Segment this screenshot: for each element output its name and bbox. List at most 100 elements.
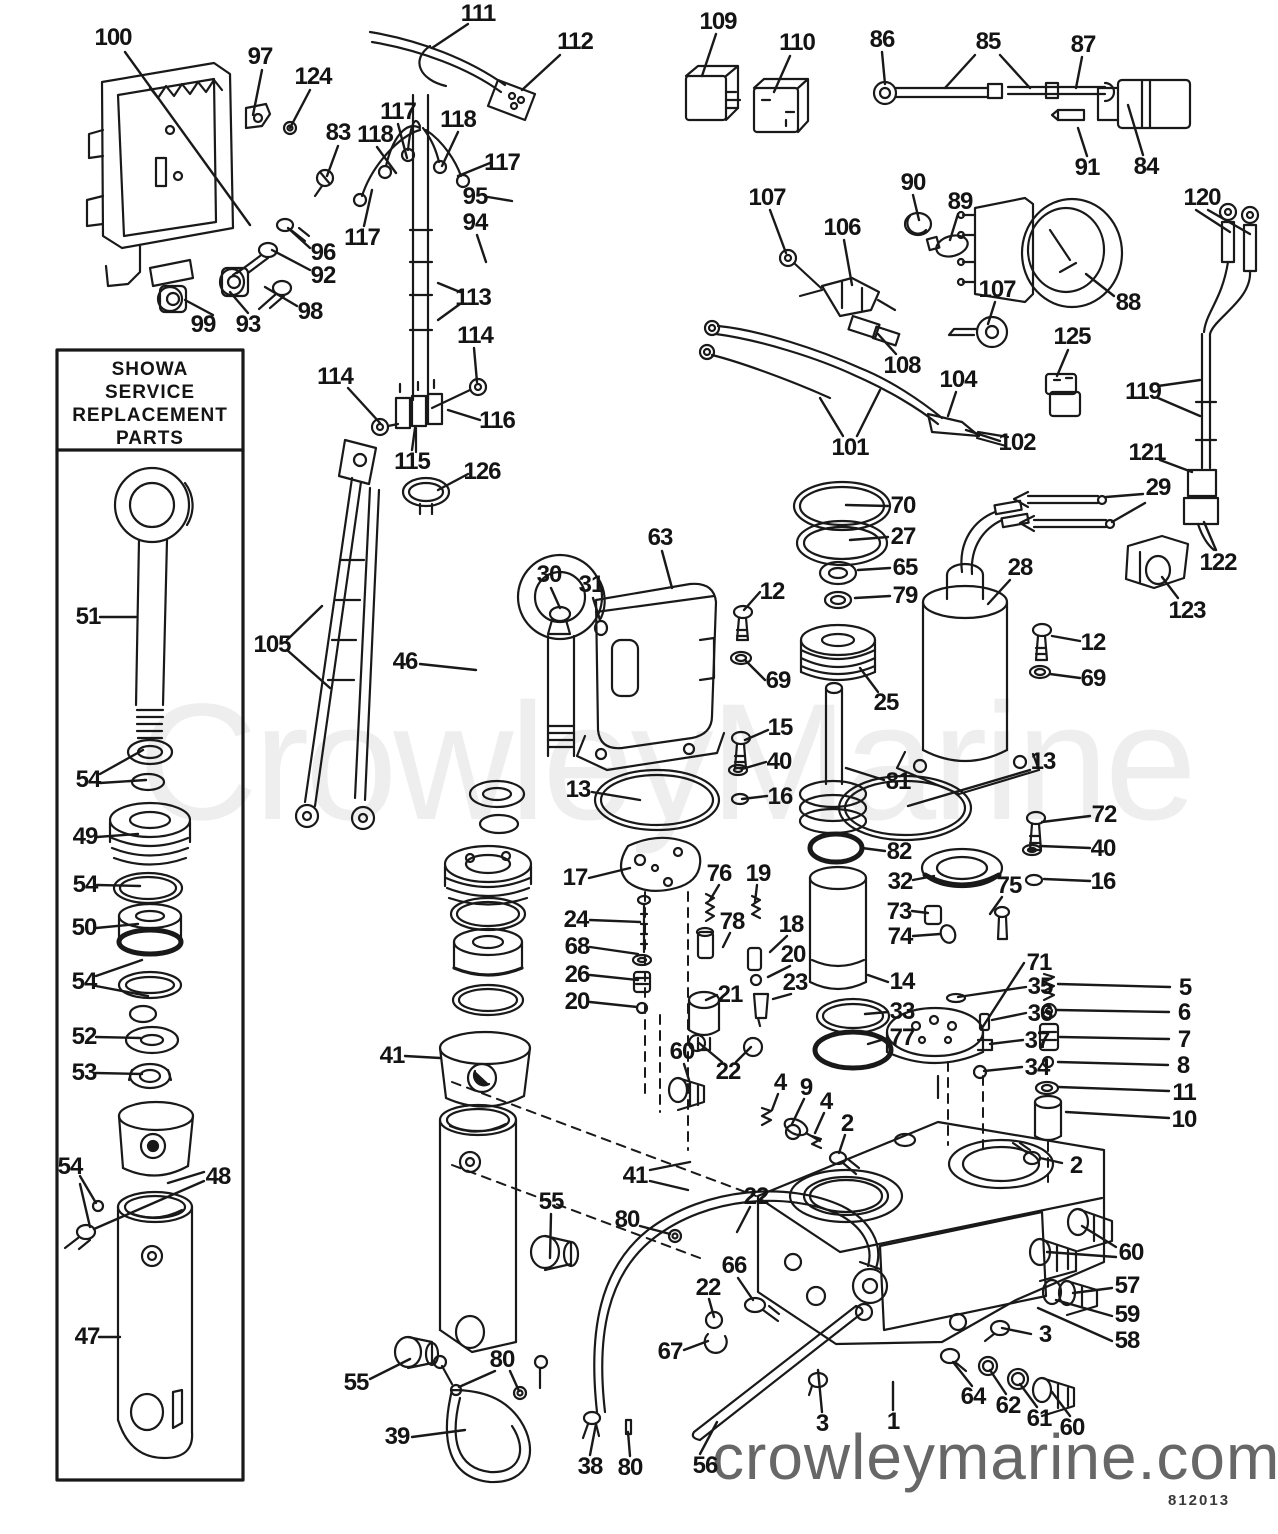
part-label-2: 2 [840,1110,854,1137]
leader-line [638,1224,672,1236]
part-label-114: 114 [317,363,354,390]
drawing-number: 812013 [1168,1492,1231,1509]
leader-line [123,50,252,227]
part-label-16: 16 [767,783,794,810]
leader-line [588,1000,639,1009]
leader-line [1056,982,1172,989]
leader-line [743,728,770,742]
part-label-50: 50 [71,914,98,941]
part-label-110: 110 [779,29,816,56]
part-label-54: 54 [57,1153,84,1180]
sender-cables [698,248,1010,448]
leader-line [1156,396,1202,418]
leader-line [549,586,562,610]
part-label-100: 100 [94,24,132,51]
part-label-80: 80 [614,1206,641,1233]
part-label-24: 24 [563,906,590,933]
leader-line [700,32,718,78]
showa-box-frame [55,348,245,1482]
leader-line [520,53,562,92]
part-label-102: 102 [998,429,1036,456]
part-label-30: 30 [536,561,563,588]
part-label-54: 54 [75,766,102,793]
part-label-108: 108 [883,352,921,379]
leader-line [943,53,977,90]
part-label-6: 6 [1177,999,1191,1026]
part-label-16: 16 [1090,868,1117,895]
leader-line [768,208,788,255]
part-label-29: 29 [1145,474,1172,501]
leader-line [270,248,312,272]
part-label-25: 25 [873,689,900,716]
leader-line [94,984,150,998]
wire-harness [352,30,537,516]
part-label-58: 58 [1114,1327,1141,1354]
seal-stack [792,480,892,682]
part-label-40: 40 [766,748,793,775]
leader-line [856,566,892,572]
leader-line [440,130,460,168]
leader-line [98,748,145,776]
part-label-115: 115 [394,448,431,475]
part-label-74: 74 [887,923,914,950]
leader-line [951,1360,974,1388]
part-label-3: 3 [815,1410,829,1437]
leader-line [768,934,789,954]
leader-line [911,193,921,222]
leader-line [94,1071,144,1076]
leader-line [906,768,1032,808]
leader-line [858,666,880,694]
part-label-117: 117 [344,224,381,251]
leader-line [98,778,148,785]
leader-line [1202,520,1218,552]
part-label-67: 67 [657,1338,684,1365]
leader-line [457,1369,497,1389]
leader-line [1064,1110,1171,1120]
leader-line [848,535,890,542]
leader-line [863,1010,890,1016]
part-label-53: 53 [71,1059,98,1086]
part-label-37: 37 [1024,1027,1051,1054]
part-label-9: 9 [799,1074,813,1101]
part-label-55: 55 [538,1188,565,1215]
leader-line [855,388,882,438]
leader-line [456,161,492,178]
trim-piston-group [808,865,1011,1151]
part-label-52: 52 [71,1023,98,1050]
leader-line [790,1097,806,1126]
leader-line [813,1111,826,1135]
part-label-19: 19 [745,860,772,887]
leader-line [866,1036,890,1046]
leader-line [735,1205,752,1234]
leader-line [842,238,854,287]
manifold-body [451,1014,1114,1442]
part-label-69: 69 [1080,665,1107,692]
leader-line [78,1182,92,1229]
leader-line [910,909,930,915]
leader-line [1050,634,1082,643]
leader-line [860,846,887,853]
part-label-118: 118 [357,121,394,148]
leader-line [362,188,374,228]
part-label-5: 5 [1178,974,1192,1001]
part-label-4: 4 [819,1088,833,1115]
leader-line [734,1045,753,1064]
leader-line [1045,1250,1118,1259]
leader-line [325,144,340,178]
leader-line [346,386,382,425]
part-label-87: 87 [1070,31,1097,58]
part-label-69: 69 [765,667,792,694]
leader-line [911,932,942,938]
part-label-31: 31 [578,571,605,598]
leader-line [876,332,898,356]
part-label-32: 32 [887,868,914,895]
leader-line [446,408,482,422]
leader-line [228,290,250,315]
leader-line [1104,492,1145,499]
part-label-106: 106 [823,214,861,241]
leader-line [1160,575,1180,600]
part-label-91: 91 [1074,154,1101,181]
leader-line [1074,55,1084,90]
part-label-80: 80 [617,1454,644,1481]
